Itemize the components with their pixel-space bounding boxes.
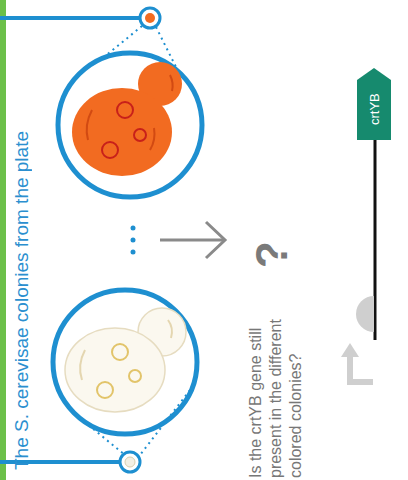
gene-arrow-fill <box>357 68 391 140</box>
side-bar <box>0 0 6 480</box>
arrow-head <box>206 222 225 258</box>
organelle <box>117 102 133 118</box>
promoter-head <box>341 343 359 357</box>
ellipsis-dot <box>131 226 136 231</box>
yeast-detail <box>80 320 172 380</box>
yeast-detail <box>87 75 173 150</box>
ellipsis-dot <box>131 250 136 255</box>
zoom-circle <box>58 53 202 197</box>
ellipsis-dot <box>131 238 136 243</box>
question-mark: ? <box>244 218 299 268</box>
arrow-line <box>160 239 224 242</box>
zoom-circle <box>53 290 197 434</box>
colony-dot <box>125 457 135 467</box>
organelle <box>112 344 128 360</box>
small-circle <box>120 452 140 472</box>
title-text: The S. cerevisae colonies from the plate <box>10 40 34 470</box>
organelle <box>129 370 141 382</box>
gene-label: crtYB <box>357 78 391 140</box>
small-circle <box>140 8 160 28</box>
ribosome-shape <box>356 296 374 332</box>
zoom-line <box>70 410 125 455</box>
organelle <box>134 129 146 141</box>
promoter-arrow <box>350 355 373 382</box>
question-text: Is the crtYB gene still present in the d… <box>246 290 306 478</box>
organelle <box>97 382 113 398</box>
organelle <box>102 142 118 158</box>
colony-dot <box>145 13 155 23</box>
gene-arrow: crtYB <box>357 68 391 140</box>
pointer-line <box>0 16 140 20</box>
